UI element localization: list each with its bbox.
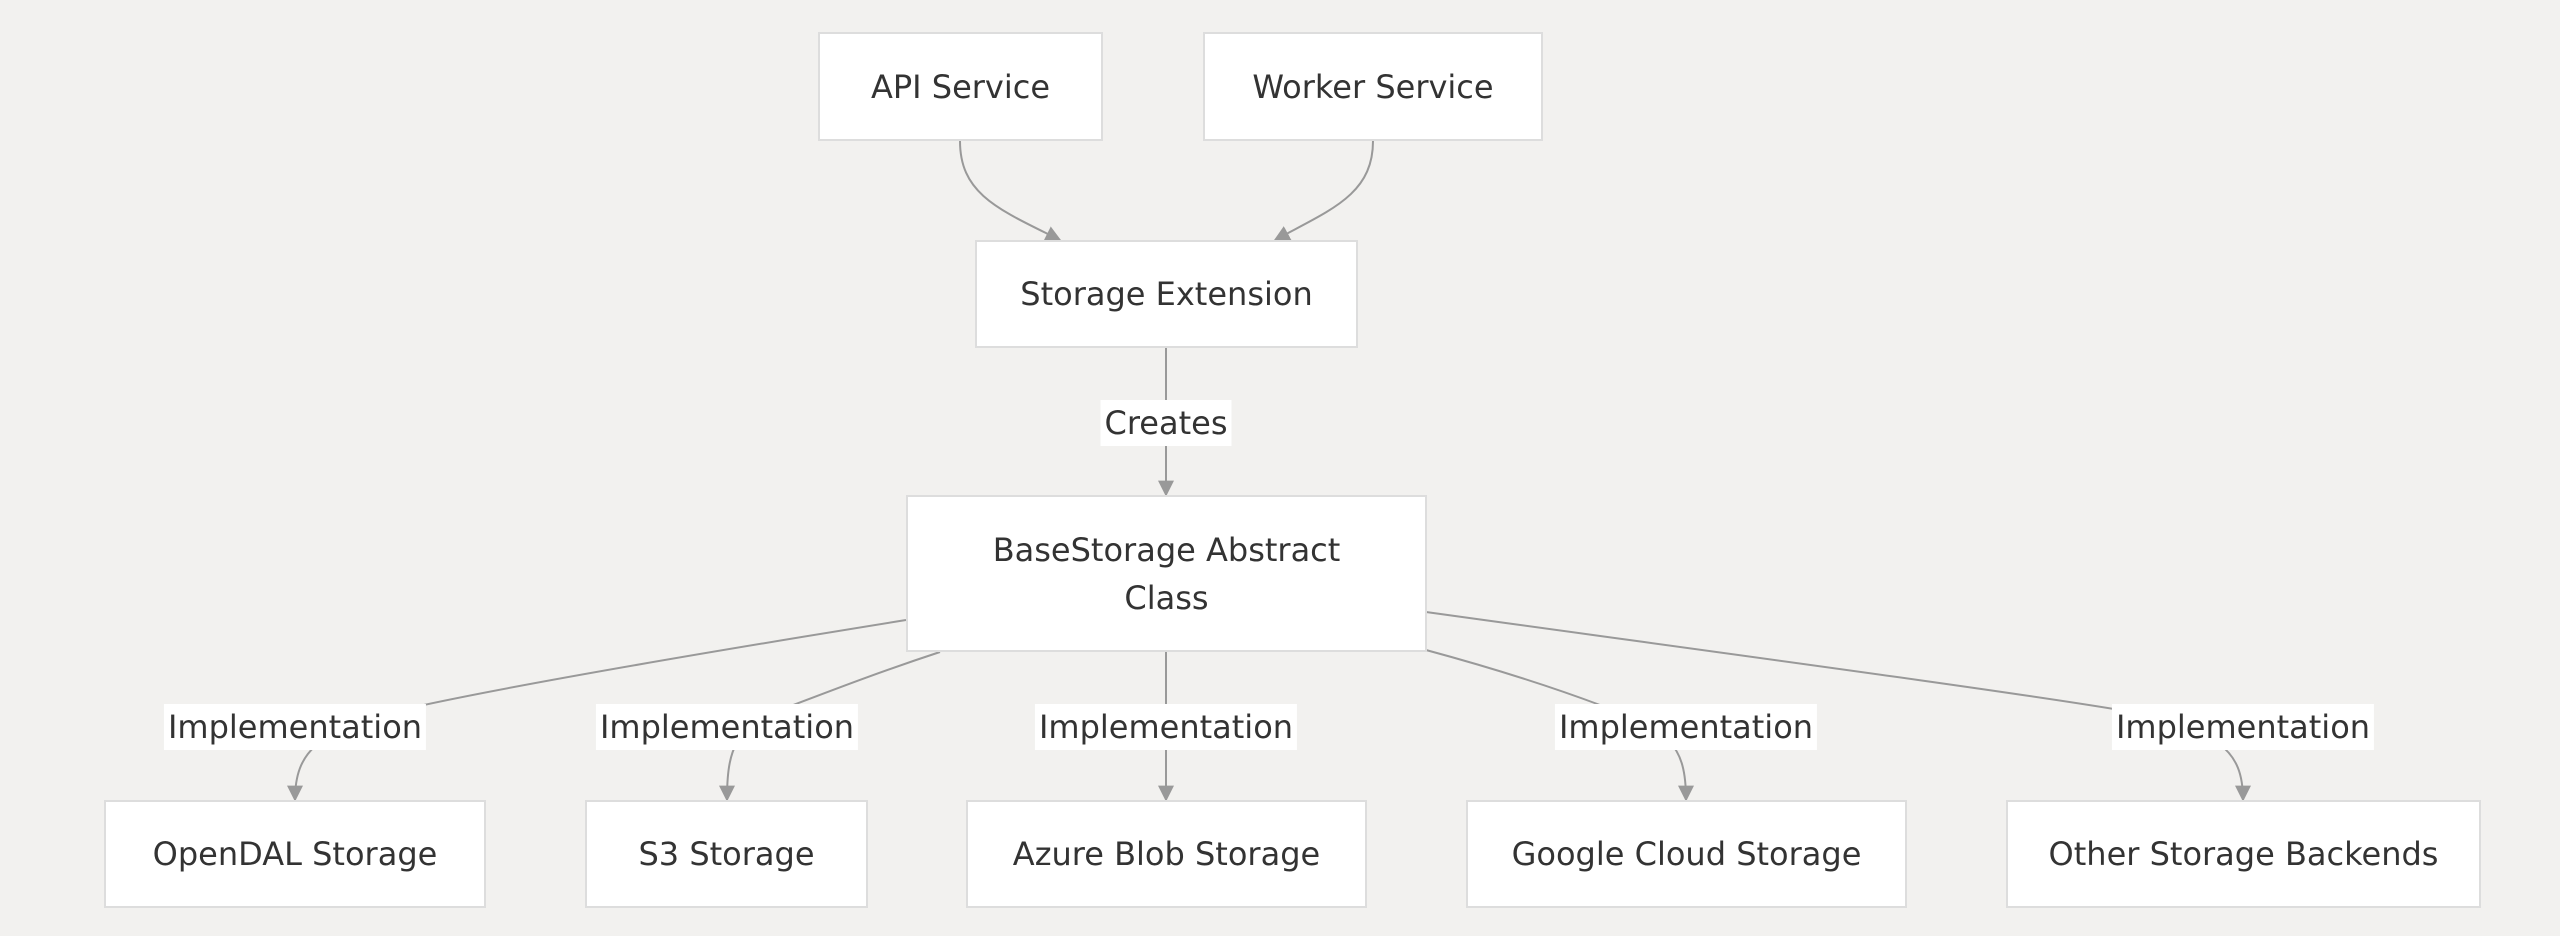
node-worker-service: Worker Service: [1203, 32, 1543, 141]
node-opendal-storage: OpenDAL Storage: [104, 800, 486, 908]
node-azure-blob-storage: Azure Blob Storage: [966, 800, 1367, 908]
edge-label-impl-gcs: Implementation: [1554, 704, 1818, 750]
edge-label-impl-opendal: Implementation: [163, 704, 427, 750]
node-s3-storage: S3 Storage: [585, 800, 868, 908]
edge-label-impl-s3: Implementation: [595, 704, 859, 750]
edge-api-to-extension: [959, 140, 1062, 241]
edge-label-impl-other: Implementation: [2111, 704, 2375, 750]
edge-worker-to-extension: [1273, 140, 1374, 241]
node-storage-extension: Storage Extension: [975, 240, 1358, 348]
edge-label-impl-azure: Implementation: [1034, 704, 1298, 750]
node-base-storage: BaseStorage Abstract Class: [906, 495, 1427, 652]
edge-label-creates: Creates: [1100, 400, 1232, 446]
node-google-cloud-storage: Google Cloud Storage: [1466, 800, 1907, 908]
node-other-storage-backends: Other Storage Backends: [2006, 800, 2481, 908]
node-api-service: API Service: [818, 32, 1103, 141]
